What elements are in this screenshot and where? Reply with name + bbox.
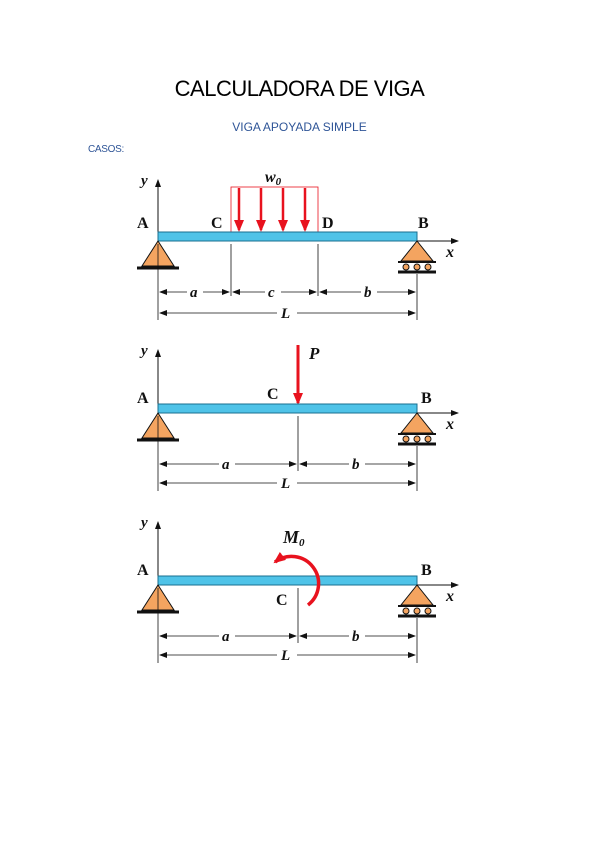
cases-label: CASOS: xyxy=(88,144,124,155)
point-b-label: B xyxy=(421,390,432,407)
roller-support-b xyxy=(398,240,436,274)
dimension-lines xyxy=(157,416,418,491)
dim-l-label: L xyxy=(280,476,290,492)
beam-diagram-moment: y x M0 A C B a b L xyxy=(137,515,459,664)
y-axis-label: y xyxy=(139,515,148,531)
distributed-load xyxy=(230,186,319,236)
point-a-label: A xyxy=(137,215,149,232)
y-axis-label: y xyxy=(139,343,148,359)
point-a-label: A xyxy=(137,562,149,579)
y-axis-label: y xyxy=(139,173,148,189)
dimension-lines xyxy=(157,244,418,320)
beam xyxy=(157,575,418,586)
point-c-label: C xyxy=(211,215,223,232)
point-b-label: B xyxy=(418,215,429,232)
page-subtitle: VIGA APOYADA SIMPLE xyxy=(232,120,367,134)
point-b-label: B xyxy=(421,562,432,579)
point-c-label: C xyxy=(267,386,279,403)
beam-diagram-point-load: y x P A C B a b L xyxy=(137,343,459,492)
dim-b-label: b xyxy=(352,629,360,645)
dim-a-label: a xyxy=(222,629,230,645)
point-d-label: D xyxy=(322,215,334,232)
beam xyxy=(157,231,418,242)
load-label: w0 xyxy=(265,169,282,188)
beam-diagram-distributed-load: y x w0 A C D B xyxy=(137,169,459,322)
dim-c-label: c xyxy=(268,285,275,301)
point-a-label: A xyxy=(137,390,149,407)
dim-l-label: L xyxy=(280,648,290,664)
x-axis-label: x xyxy=(445,416,454,433)
point-c-label: C xyxy=(276,592,288,609)
page-title: CALCULADORA DE VIGA xyxy=(174,76,425,101)
dim-b-label: b xyxy=(352,457,360,473)
dim-a-label: a xyxy=(222,457,230,473)
beam xyxy=(157,403,418,414)
x-axis-label: x xyxy=(445,588,454,605)
load-label: P xyxy=(308,344,320,363)
dimension-lines xyxy=(157,588,418,663)
moment-arrow xyxy=(273,551,321,607)
x-axis-label: x xyxy=(445,244,454,261)
dim-a-label: a xyxy=(190,285,198,301)
roller-support-b xyxy=(398,584,436,618)
roller-support-b xyxy=(398,412,436,446)
dim-l-label: L xyxy=(280,306,290,322)
dim-b-label: b xyxy=(364,285,372,301)
load-label: M0 xyxy=(282,527,305,549)
